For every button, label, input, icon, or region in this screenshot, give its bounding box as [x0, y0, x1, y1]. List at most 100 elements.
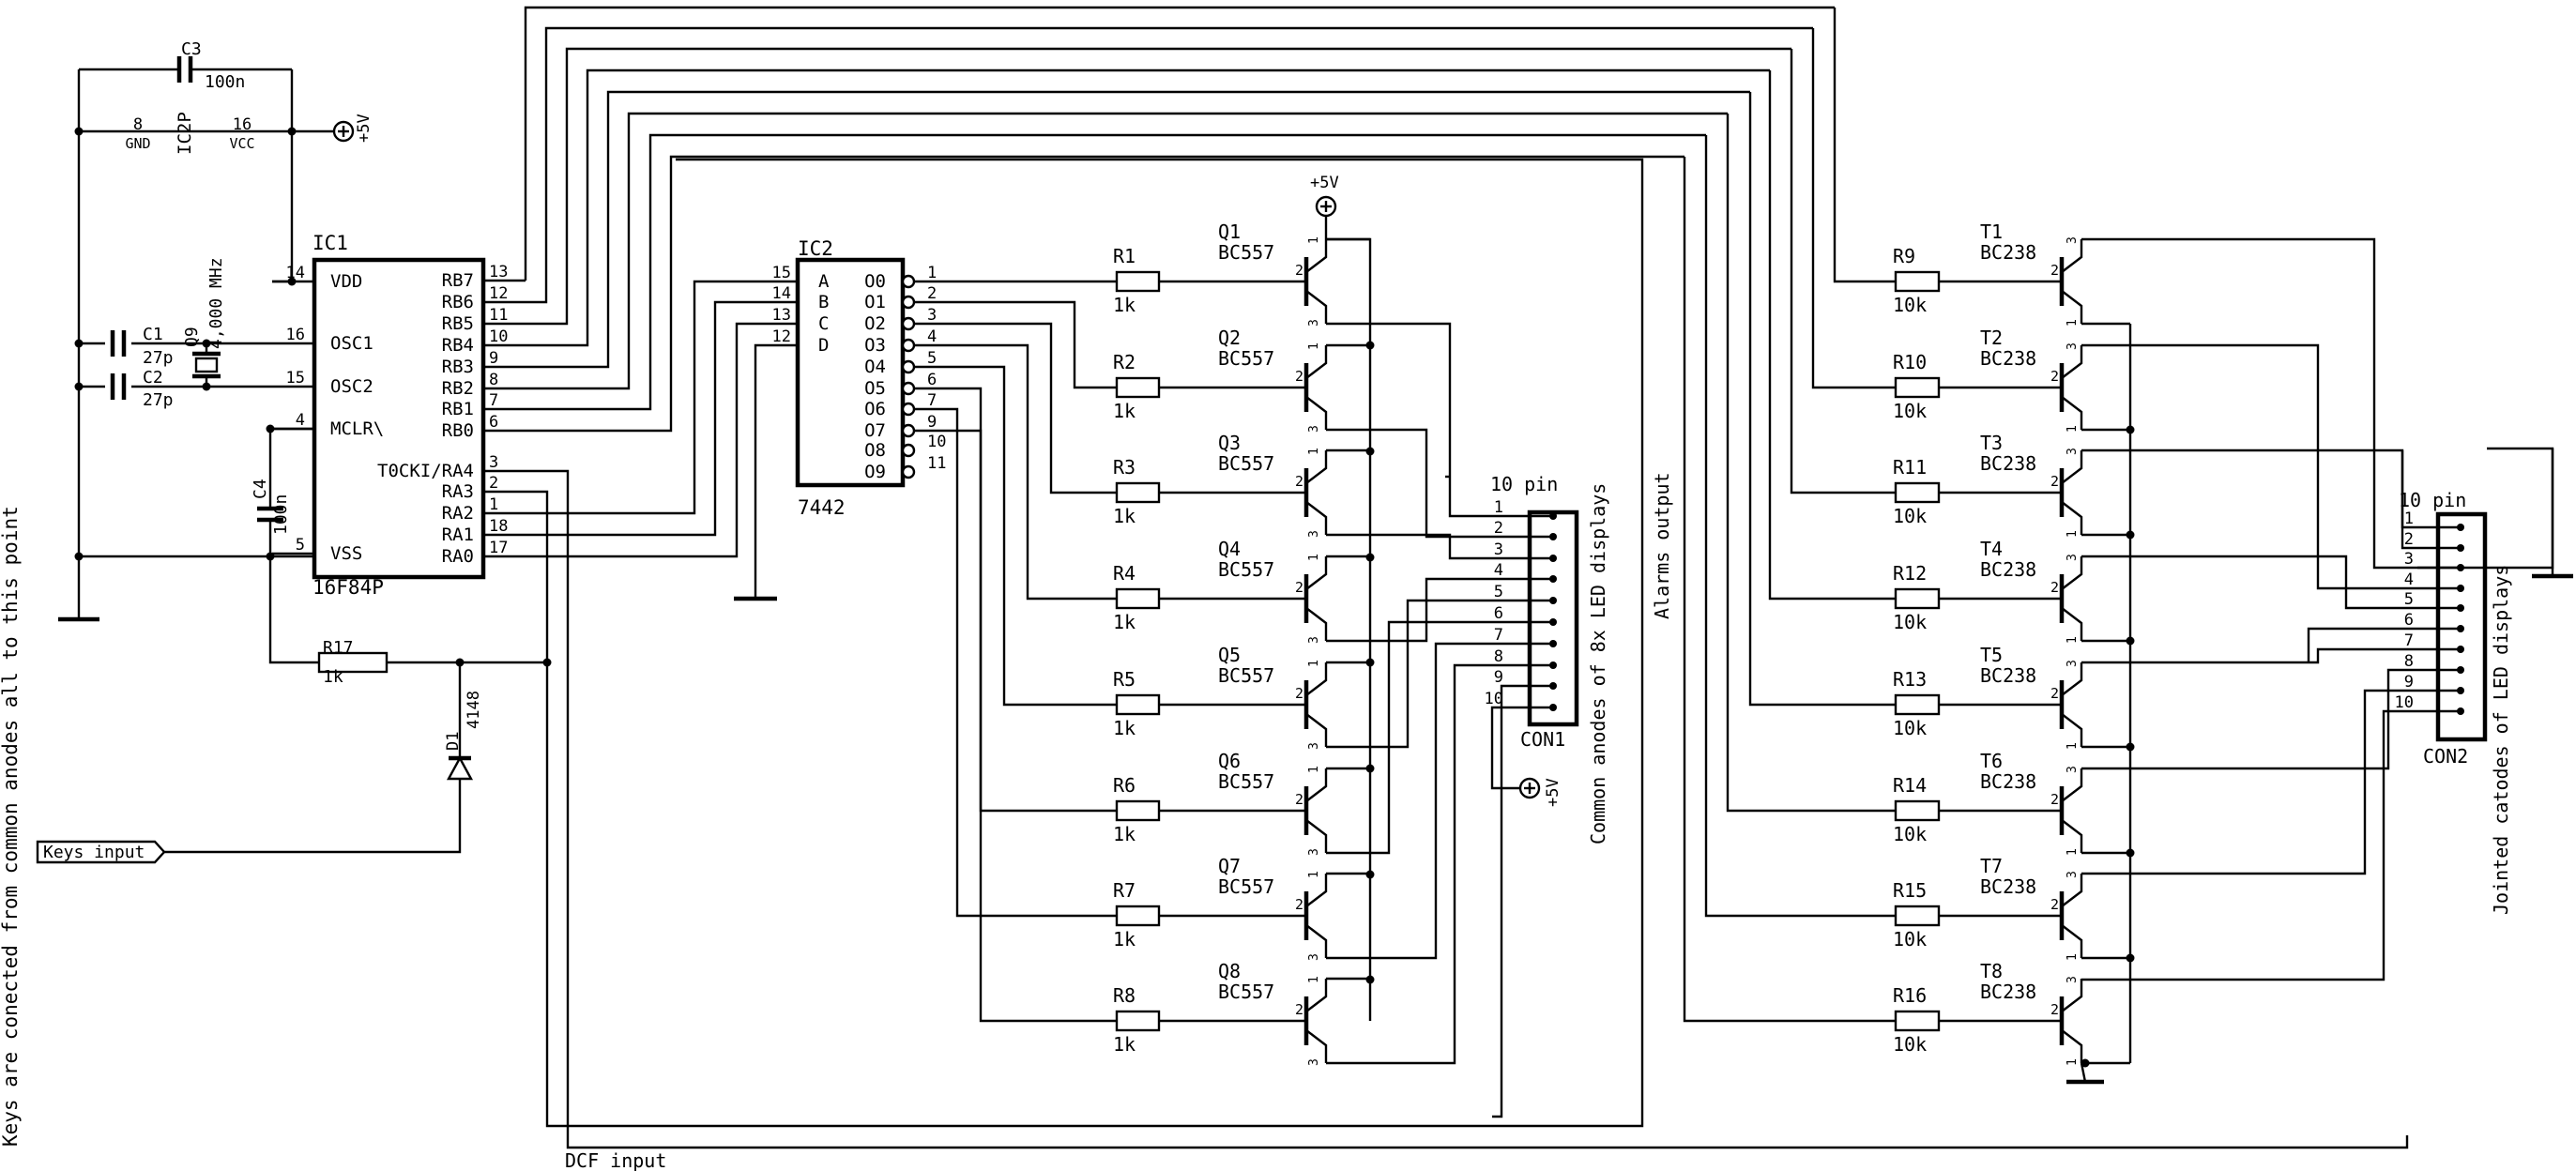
npn-base-resistor — [1894, 376, 1941, 399]
collector — [1305, 607, 1328, 641]
ic2-pin-number: 13 — [772, 306, 791, 325]
label: D1 — [444, 732, 463, 751]
pnp-ref: Q7 — [1218, 855, 1241, 877]
pin-number: 1 — [1307, 766, 1321, 773]
npn-type: BC238 — [1980, 664, 2036, 687]
label: CON2 — [2423, 745, 2468, 768]
con-pin — [1549, 704, 1557, 711]
junction — [74, 127, 84, 136]
con-pin — [1549, 662, 1557, 669]
pnp-type: BC557 — [1218, 875, 1274, 898]
label: 10 pin — [1490, 473, 1558, 495]
ic1-pin-number: 7 — [489, 391, 498, 410]
junction — [1365, 764, 1375, 773]
con1-pin-number: 10 — [1485, 690, 1503, 708]
label: IC2 — [798, 237, 833, 260]
supply-label: +5V — [1544, 778, 1562, 807]
label: 1k — [1113, 717, 1136, 739]
ic1-pin-number: 16 — [286, 326, 305, 344]
con2-pin-number: 4 — [2404, 570, 2414, 589]
npn-type: BC238 — [1980, 981, 2036, 1003]
emitter — [2061, 501, 2083, 535]
collector — [1305, 713, 1328, 747]
inverter-bubble — [901, 423, 916, 438]
ic2-pin-name: O2 — [864, 313, 886, 334]
pin-number: 3 — [2065, 236, 2080, 244]
collector — [1305, 396, 1328, 430]
pnp-ref: Q5 — [1218, 644, 1241, 666]
pin-number: 2 — [2050, 368, 2059, 385]
label: VCC — [229, 135, 254, 152]
npn-base-resistor — [1894, 693, 1941, 716]
ic2-pin-name: O0 — [864, 271, 886, 292]
pin-number: 1 — [2065, 742, 2080, 750]
collector-wire — [1326, 322, 1509, 518]
ic2-pin-name: O7 — [864, 420, 886, 441]
ic1-pin-number: 5 — [296, 536, 305, 555]
label: 16F84P — [312, 576, 384, 599]
junction — [2126, 530, 2135, 540]
ic2-pin-number: 10 — [927, 433, 946, 451]
ic1-pin-number: 10 — [489, 327, 508, 346]
npn-base-resistor — [1894, 905, 1941, 927]
ic2-pin-number: 4 — [927, 327, 937, 346]
pin-number: 1 — [2065, 319, 2080, 327]
label: GND — [125, 135, 150, 152]
label: IC2P — [175, 112, 195, 155]
collector-wire — [1326, 663, 1509, 1065]
junction — [2126, 848, 2135, 858]
ic1-pin-name: T0CKI/RA4 — [377, 461, 474, 481]
pin-number: 1 — [1307, 660, 1321, 667]
pin-number: 2 — [1295, 262, 1303, 279]
label: 10k — [1893, 505, 1927, 527]
alarms-output-label: Alarms output — [1651, 472, 1673, 619]
npn-type: BC238 — [1980, 347, 2036, 370]
npn-ref: T4 — [1980, 538, 2003, 560]
ic1-pin-number: 17 — [489, 539, 508, 557]
pnp-ref: Q6 — [1218, 750, 1241, 772]
junction — [1365, 553, 1375, 562]
ic1-pin-name: MCLR\ — [330, 418, 384, 439]
inverter-bubble — [901, 443, 916, 458]
pnp-type: BC557 — [1218, 241, 1274, 264]
ic1-pin-number: 18 — [489, 517, 508, 536]
label: R5 — [1113, 668, 1136, 691]
pin-number: 2 — [2050, 685, 2059, 702]
collector — [2061, 345, 2083, 379]
emitter — [1305, 768, 1328, 802]
label: C4 — [251, 479, 270, 499]
npn-base-resistor — [1894, 1010, 1941, 1032]
label: 10 pin — [2399, 489, 2466, 511]
pin-number: 1 — [1307, 871, 1321, 878]
ic1-pin-name: RB3 — [442, 357, 474, 377]
emitter — [1305, 979, 1328, 1012]
ic2-pin-name: O4 — [864, 357, 886, 377]
pin-number: 3 — [2065, 554, 2080, 561]
con-pin — [2457, 707, 2464, 715]
pin-number: 3 — [2065, 448, 2080, 455]
emitter — [1305, 239, 1328, 273]
pnp-type: BC557 — [1218, 347, 1274, 370]
npn-ref: T3 — [1980, 432, 2003, 454]
junction — [74, 382, 84, 391]
con1-pin-number: 9 — [1494, 668, 1503, 687]
npn-ref: T1 — [1980, 221, 2003, 243]
pin-number: 3 — [1307, 848, 1321, 856]
label: R9 — [1893, 245, 1915, 267]
emitter — [2061, 396, 2083, 430]
collector — [1305, 501, 1328, 535]
label: 100n — [205, 72, 245, 92]
collector — [2061, 874, 2083, 907]
pin-number: 3 — [1307, 530, 1321, 538]
inverter-bubble — [901, 464, 916, 479]
label: R14 — [1893, 774, 1927, 797]
pnp-base-resistor — [1115, 693, 1161, 716]
junction — [2126, 636, 2135, 646]
emitter — [2061, 819, 2083, 853]
pin-number: 3 — [1307, 742, 1321, 750]
cathode-wire — [2081, 668, 2417, 770]
pnp-type: BC557 — [1218, 981, 1274, 1003]
ic1-pin-number: 11 — [489, 306, 508, 325]
cathode-wire — [2081, 449, 2417, 529]
